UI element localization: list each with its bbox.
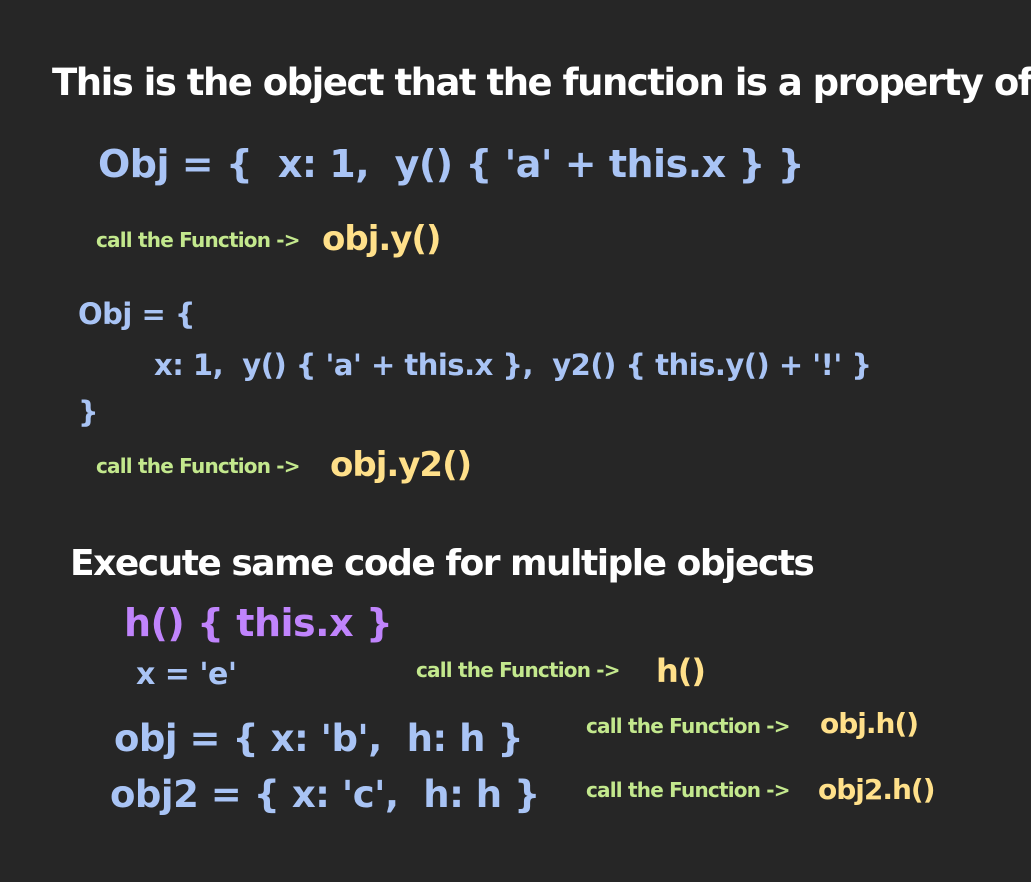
global-call: h() — [656, 652, 706, 690]
global-call-note: call the Function -> — [416, 658, 621, 682]
obj2-call: obj2.h() — [818, 773, 936, 806]
global-x-assignment: x = 'e' — [136, 657, 237, 692]
obj2-call-note: call the Function -> — [586, 778, 791, 802]
section1-heading: This is the object that the function is … — [52, 61, 1031, 104]
obj-call-note: call the Function -> — [586, 714, 791, 738]
obj-call: obj.h() — [820, 707, 919, 740]
example2-code-line1: Obj = { — [78, 297, 196, 331]
example2-call-note: call the Function -> — [96, 454, 301, 478]
example2-call: obj.y2() — [330, 445, 472, 485]
example1-call-note: call the Function -> — [96, 228, 301, 252]
example1-call: obj.y() — [322, 219, 442, 259]
example2-code-line3: } — [78, 395, 99, 429]
function-definition: h() { this.x } — [124, 601, 393, 645]
obj2-line: obj2 = { x: 'c', h: h } — [110, 773, 540, 816]
obj-line: obj = { x: 'b', h: h } — [114, 717, 524, 760]
example2-code-line2: x: 1, y() { 'a' + this.x }, y2() { this.… — [154, 348, 872, 382]
section2-heading: Execute same code for multiple objects — [70, 543, 815, 584]
example1-code: Obj = { x: 1, y() { 'a' + this.x } } — [98, 142, 805, 186]
